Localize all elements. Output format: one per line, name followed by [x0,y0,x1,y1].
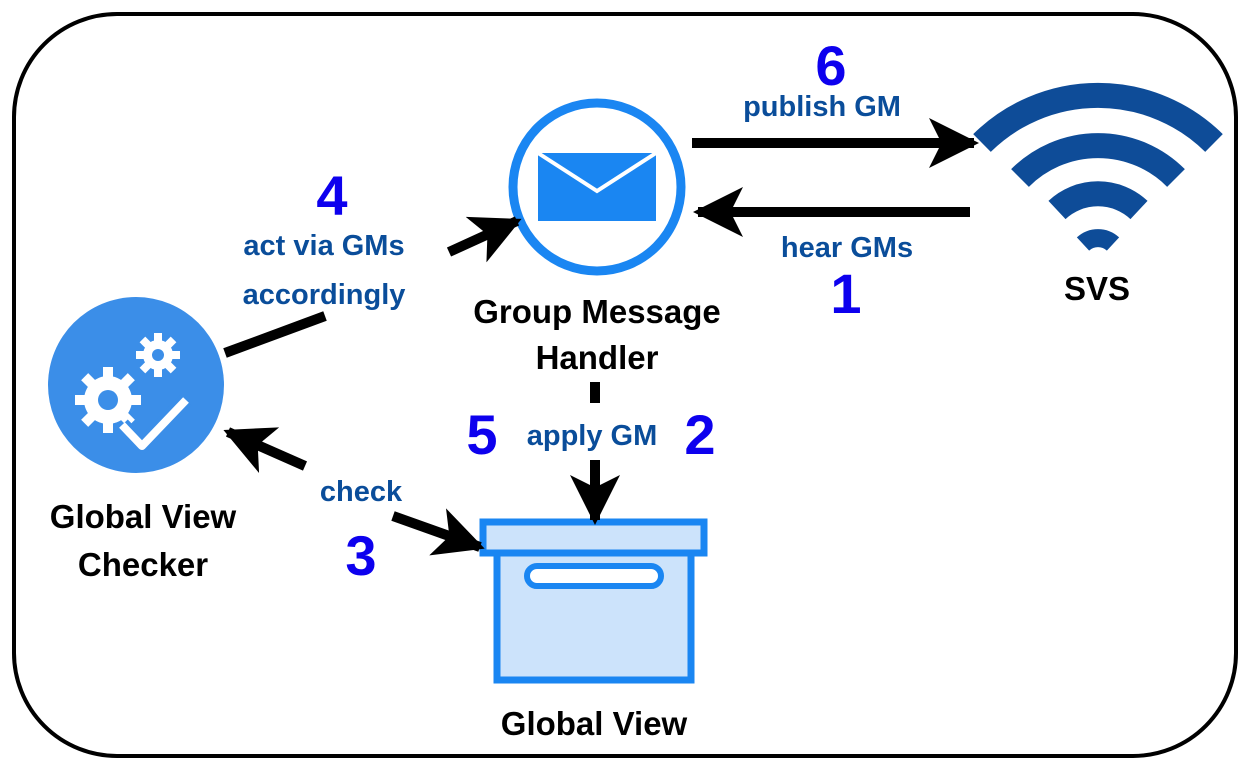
step-number-apply-right: 2 [684,403,716,466]
step-number-publish: 6 [815,34,847,97]
group-message-handler-label-line2: Handler [535,339,659,376]
step-number-act: 4 [316,164,348,227]
step-number-apply-left: 5 [466,403,498,466]
arrow-check-to-view [391,508,485,556]
gears-check-icon [48,297,224,473]
arrow-check-to-checker [223,427,308,474]
arrow-act-via-gms-tail [223,311,327,358]
diagram-frame [12,12,1238,758]
wifi-icon [973,82,1223,252]
svs-label: SVS [1063,270,1131,307]
arrow-act-via-gms [446,216,522,263]
step-number-hear: 1 [830,262,862,325]
hear-gms-label: hear GMs [780,232,914,264]
archive-box-icon [479,518,708,684]
act-via-gms-label-line2: accordingly [242,279,406,311]
check-label: check [319,476,403,508]
publish-gm-label: publish GM [743,91,901,123]
act-via-gms-label-line1: act via GMs [243,230,405,262]
group-message-handler-label-line1: Group Message [473,293,721,330]
apply-gm-label: apply GM [526,420,658,452]
global-view-checker-label-line1: Global View [49,498,237,535]
envelope-icon [508,98,686,276]
global-view-label: Global View [500,705,688,742]
step-number-check: 3 [345,524,377,587]
global-view-checker-label-line2: Checker [77,546,209,583]
